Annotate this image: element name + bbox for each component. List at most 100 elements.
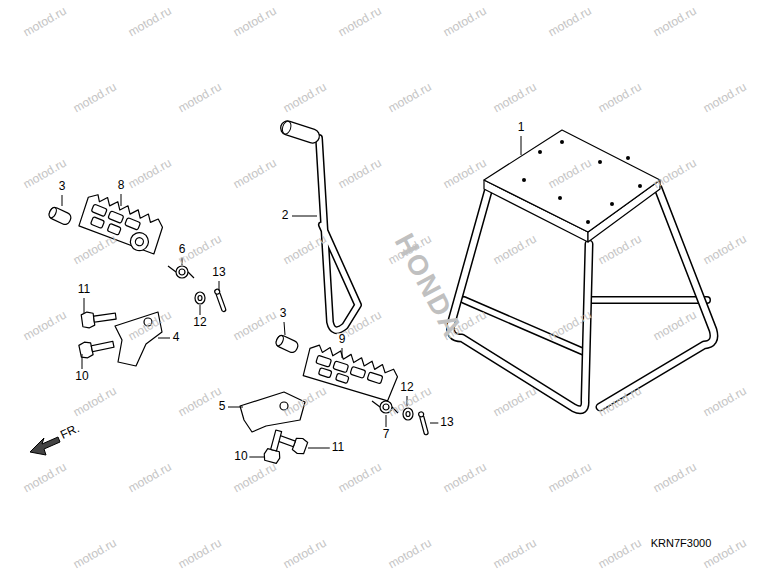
footpeg-left-parts-part-part xyxy=(78,341,93,359)
footpeg-right-parts-part-part xyxy=(350,366,366,378)
watermark: motod.ru xyxy=(491,80,539,115)
watermark: motod.ru xyxy=(491,384,539,419)
footpeg-right-parts-part-part xyxy=(335,373,349,383)
box-stand-part-part xyxy=(538,150,542,154)
watermark: motod.ru xyxy=(491,232,539,267)
watermark: motod.ru xyxy=(491,536,539,571)
callout-number: 12 xyxy=(398,381,415,394)
watermark: motod.ru xyxy=(71,80,119,115)
watermark: motod.ru xyxy=(546,156,594,191)
watermark: motod.ru xyxy=(231,460,279,495)
callout-number: 11 xyxy=(330,441,346,454)
box-stand xyxy=(450,130,713,410)
direction-label: FR. xyxy=(57,421,84,443)
box-stand-part-part xyxy=(638,184,642,188)
box-stand-part xyxy=(522,140,642,224)
watermark: motod.ru xyxy=(441,460,489,495)
watermark: motod.ru xyxy=(336,460,384,495)
leader-lines xyxy=(62,136,521,457)
watermark: motod.ru xyxy=(546,4,594,39)
watermark: motod.ru xyxy=(126,460,174,495)
leader-lines-part xyxy=(386,415,387,427)
footpeg-left-parts-part-part xyxy=(216,292,227,312)
watermark: motod.ru xyxy=(71,232,119,267)
watermark: motod.ru xyxy=(21,308,69,343)
watermark: motod.ru xyxy=(386,80,434,115)
footpeg-left-parts-part-part xyxy=(134,236,144,246)
leader-lines-part xyxy=(308,448,331,449)
callout-number: 3 xyxy=(57,180,68,193)
leader-lines-part xyxy=(82,354,83,369)
lift-lever-part xyxy=(319,138,358,330)
leader-lines-part xyxy=(62,195,63,206)
callout-number: 1 xyxy=(516,121,527,134)
footpeg-left-parts-part-part xyxy=(91,341,114,351)
leader-lines-part xyxy=(228,407,243,408)
footpeg-left-parts-part xyxy=(78,336,115,359)
lift-lever-part xyxy=(279,119,321,145)
watermark: motod.ru xyxy=(176,80,224,115)
footpeg-left-parts-part xyxy=(81,308,117,329)
box-stand-part xyxy=(588,298,707,303)
watermark: motod.ru xyxy=(71,384,119,419)
footpeg-right-parts-part-part xyxy=(367,372,383,384)
watermark: motod.ru xyxy=(231,4,279,39)
watermark: motod.ru xyxy=(596,536,644,571)
footpeg-left-parts-part-part xyxy=(125,217,141,230)
watermark: motod.ru xyxy=(701,384,749,419)
watermark: motod.ru xyxy=(336,156,384,191)
callout-number: 8 xyxy=(116,179,127,192)
box-stand-part-part xyxy=(598,160,602,164)
box-stand-part-part xyxy=(586,220,590,224)
callout-number: 12 xyxy=(191,316,208,329)
watermark: motod.ru xyxy=(441,4,489,39)
callout-number: 11 xyxy=(76,283,92,296)
watermark: motod.ru xyxy=(596,384,644,419)
leader-lines-part xyxy=(342,348,343,358)
watermark: motod.ru xyxy=(281,80,329,115)
watermark: motod.ru xyxy=(281,232,329,267)
watermark: motod.ru xyxy=(596,80,644,115)
leader-lines-part xyxy=(284,322,285,335)
footpeg-left-parts-part xyxy=(168,266,194,278)
watermark: motod.ru xyxy=(126,156,174,191)
leader-lines-part xyxy=(292,216,317,217)
front-arrow xyxy=(30,437,60,455)
leader-lines-part xyxy=(121,194,122,206)
callout-number: 10 xyxy=(232,450,249,463)
leader-lines-part xyxy=(219,281,220,291)
footpeg-left-parts-part-part xyxy=(47,206,72,226)
watermark: motod.ru xyxy=(336,4,384,39)
watermark: motod.ru xyxy=(651,308,699,343)
footpeg-right-parts-part-part xyxy=(318,368,332,378)
watermark: motod.ru xyxy=(21,4,69,39)
watermark: motod.ru xyxy=(701,232,749,267)
lift-lever-part-part xyxy=(279,119,321,145)
callout-number: 10 xyxy=(73,370,90,383)
leader-lines-part xyxy=(521,136,522,155)
lift-lever-part-part xyxy=(281,120,293,135)
leader-lines-part xyxy=(200,305,201,315)
callout-number: 7 xyxy=(381,428,392,441)
footpeg-right-parts-part-part xyxy=(419,415,428,435)
footpeg-left-parts-part xyxy=(198,296,202,301)
footpeg-left-parts-part-part xyxy=(94,313,117,322)
box-stand-part-part xyxy=(626,156,630,160)
callout-number: 3 xyxy=(278,307,289,320)
footpeg-right-parts-part-part xyxy=(418,411,424,417)
footpeg-left-parts-part xyxy=(47,206,72,226)
callout-number: 5 xyxy=(217,400,228,413)
box-stand-part-part xyxy=(558,196,562,200)
footpeg-right-parts-part xyxy=(418,411,429,435)
watermark: motod.ru xyxy=(281,384,329,419)
footpeg-right-parts-part-part xyxy=(271,430,282,451)
leader-lines-part xyxy=(158,338,170,339)
watermark: motod.ru xyxy=(21,460,69,495)
watermark: motod.ru xyxy=(596,232,644,267)
footpeg-left-parts-part-part xyxy=(108,211,124,224)
callout-number: 2 xyxy=(280,209,291,222)
watermark: motod.ru xyxy=(651,4,699,39)
watermark: motod.ru xyxy=(281,536,329,571)
footpeg-left-parts-part-part xyxy=(176,266,188,278)
